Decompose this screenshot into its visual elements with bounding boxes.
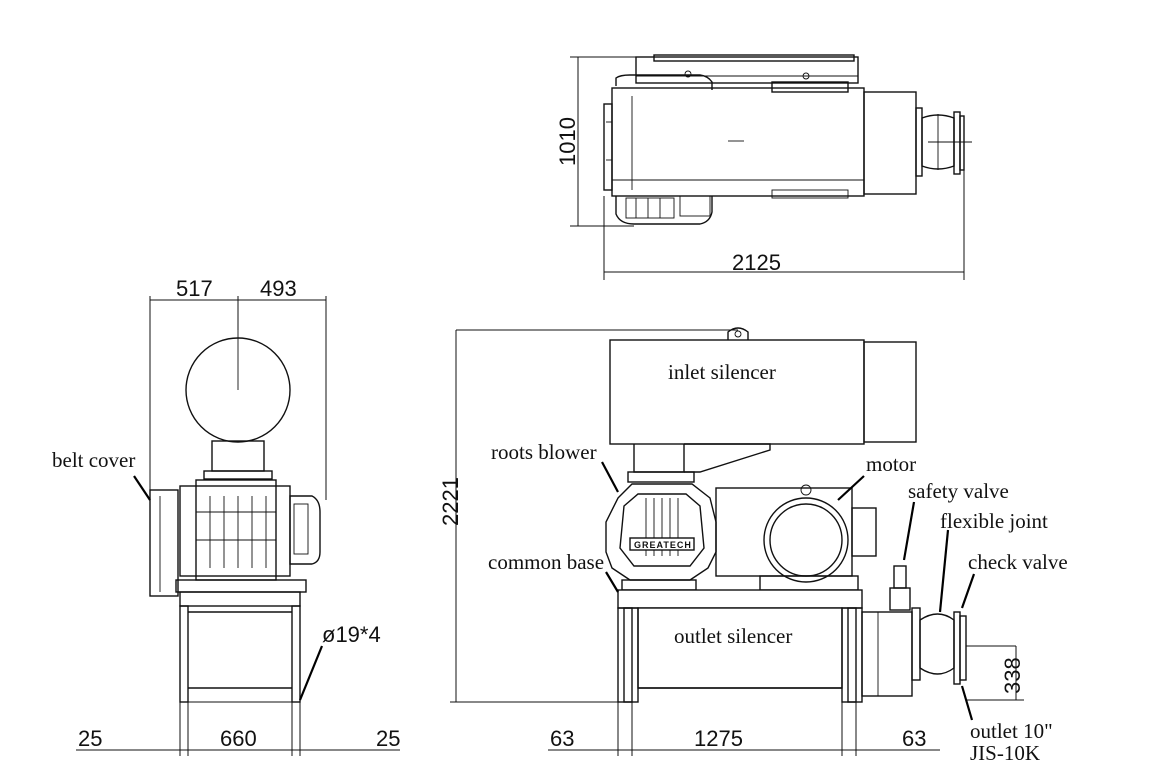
label-roots-blower: roots blower [491,440,597,464]
label-check-valve: check valve [968,550,1068,574]
dim-front-offset-right: 63 [902,726,926,751]
label-outlet-size: outlet 10" [970,719,1053,743]
dim-side-offset-right: 25 [376,726,400,751]
label-inlet-silencer: inlet silencer [668,360,776,384]
dim-side-base-width: 660 [220,726,257,751]
dim-side-width-left: 517 [176,276,213,301]
dim-bolt-holes: ø19*4 [322,622,381,647]
side-view [76,296,400,756]
dim-front-offset-left: 63 [550,726,574,751]
dim-top-height: 1010 [555,117,580,166]
label-belt-cover: belt cover [52,448,135,472]
label-flexible-joint: flexible joint [940,509,1048,533]
label-common-base: common base [488,550,604,574]
label-safety-valve: safety valve [908,479,1009,503]
dim-front-base-length: 1275 [694,726,743,751]
front-view [450,327,1024,756]
dim-outlet-height: 338 [1000,657,1025,694]
label-outlet-standard: JIS-10K [970,741,1040,765]
dim-side-offset-left: 25 [78,726,102,751]
top-view [570,54,972,280]
brand-plate: GREATECH [634,540,692,550]
dim-front-height: 2221 [438,477,463,526]
label-outlet-silencer: outlet silencer [674,624,792,648]
label-motor: motor [866,452,916,476]
dim-top-length: 2125 [732,250,781,275]
dim-side-width-right: 493 [260,276,297,301]
